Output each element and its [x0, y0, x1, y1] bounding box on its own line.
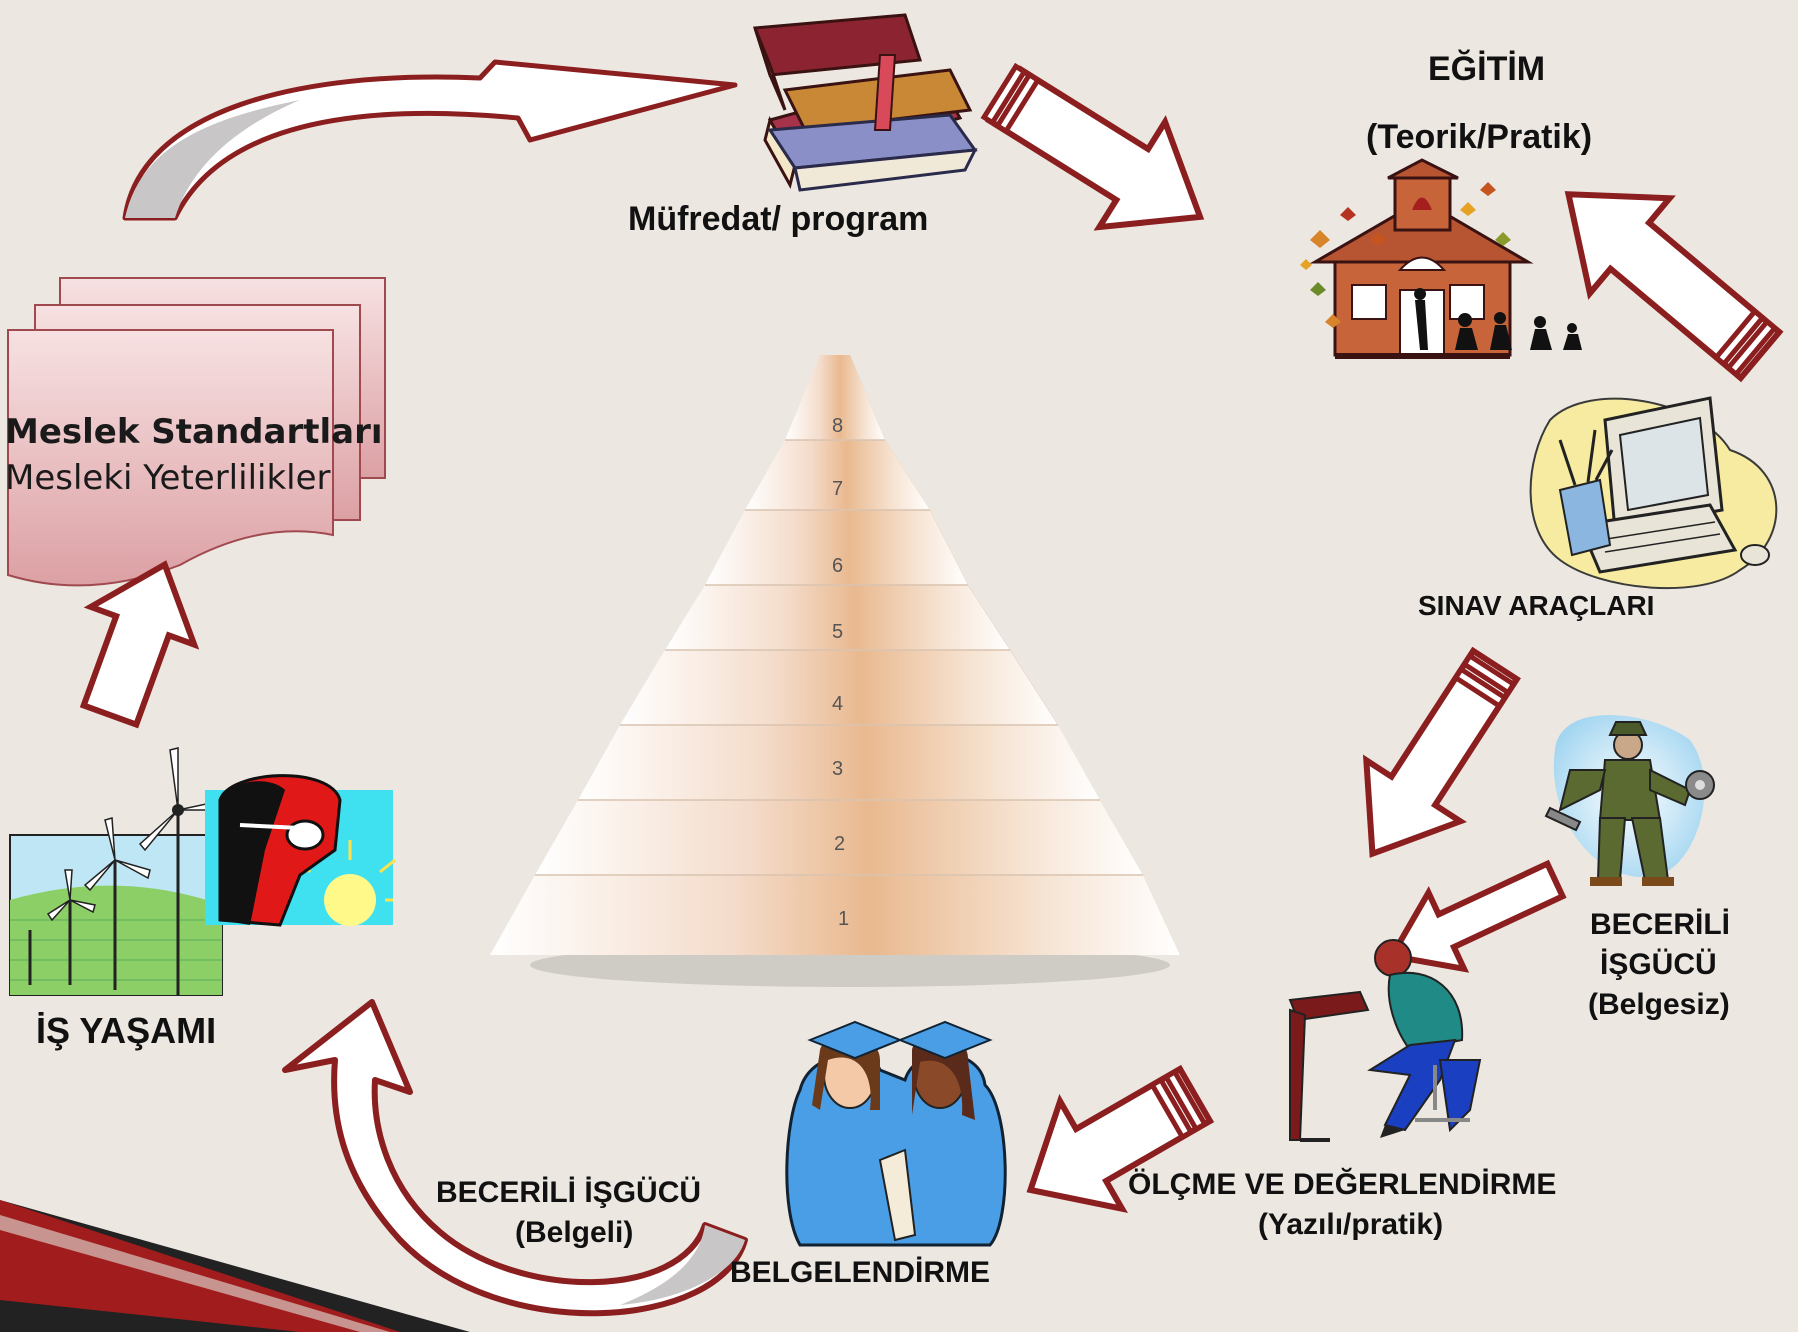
arrow-assessment-to-certification: [1026, 1064, 1215, 1213]
pyramid-level-2: 2: [834, 833, 845, 855]
curriculum-label: Müfredat/ program: [628, 200, 929, 238]
documents-icon: [7, 277, 386, 587]
arrow-exam-tools-to-education: [1564, 191, 1784, 383]
certification-label: BELGELENDİRME: [730, 1256, 991, 1289]
education-title: EĞİTİM: [1428, 50, 1546, 88]
pyramid-level-7: 7: [832, 478, 843, 500]
pyramid: 1 2 3 4 5 6 7 8: [490, 355, 1180, 987]
pyramid-level-8: 8: [832, 415, 843, 437]
skilled-uncertified-line2: İŞGÜCÜ: [1600, 948, 1717, 981]
pyramid-level-5: 5: [832, 621, 843, 643]
pyramid-level-6: 6: [832, 555, 843, 577]
wind-turbines-icon: [9, 747, 226, 996]
graduates-icon: [785, 1020, 1007, 1247]
skilled-uncertified-line1: BECERİLİ: [1590, 908, 1731, 941]
education-subtitle: (Teorik/Pratik): [1366, 118, 1593, 156]
pyramid-level-4: 4: [832, 693, 843, 715]
qualifications-label: Mesleki Yeterlilikler: [5, 458, 331, 498]
student-desk-icon: [1288, 939, 1482, 1142]
arrow-work-to-standards: [79, 560, 200, 729]
skilled-certified-sublabel: (Belgeli): [515, 1216, 634, 1249]
welder-icon: [205, 774, 396, 927]
corner-accent: [0, 1200, 470, 1332]
assessment-sublabel: (Yazılı/pratik): [1258, 1208, 1444, 1241]
mechanic-icon: [1544, 715, 1715, 886]
exam-tools-label: SINAV ARAÇLARI: [1418, 590, 1655, 621]
assessment-label: ÖLÇME VE DEĞERLENDİRME: [1128, 1168, 1557, 1201]
arrow-uncertified-to-assessment: [1387, 859, 1567, 973]
computer-icon: [1529, 396, 1778, 590]
work-life-label: İŞ YAŞAMI: [36, 1010, 217, 1051]
arrow-standards-to-curriculum: [122, 59, 738, 221]
arrow-exam-tools-to-assessment: [1362, 646, 1521, 858]
schoolhouse-icon: [1300, 158, 1582, 359]
standards-label: Meslek Standartları: [5, 412, 383, 452]
books-icon: [753, 13, 978, 192]
pyramid-level-1: 1: [838, 908, 849, 930]
arrow-curriculum-to-education: [980, 62, 1205, 231]
arrow-certification-to-work: [282, 999, 748, 1317]
pyramid-level-3: 3: [832, 758, 843, 780]
skilled-certified-label: BECERİLİ İŞGÜCÜ: [436, 1176, 702, 1209]
skilled-uncertified-line3: (Belgesiz): [1588, 988, 1730, 1021]
